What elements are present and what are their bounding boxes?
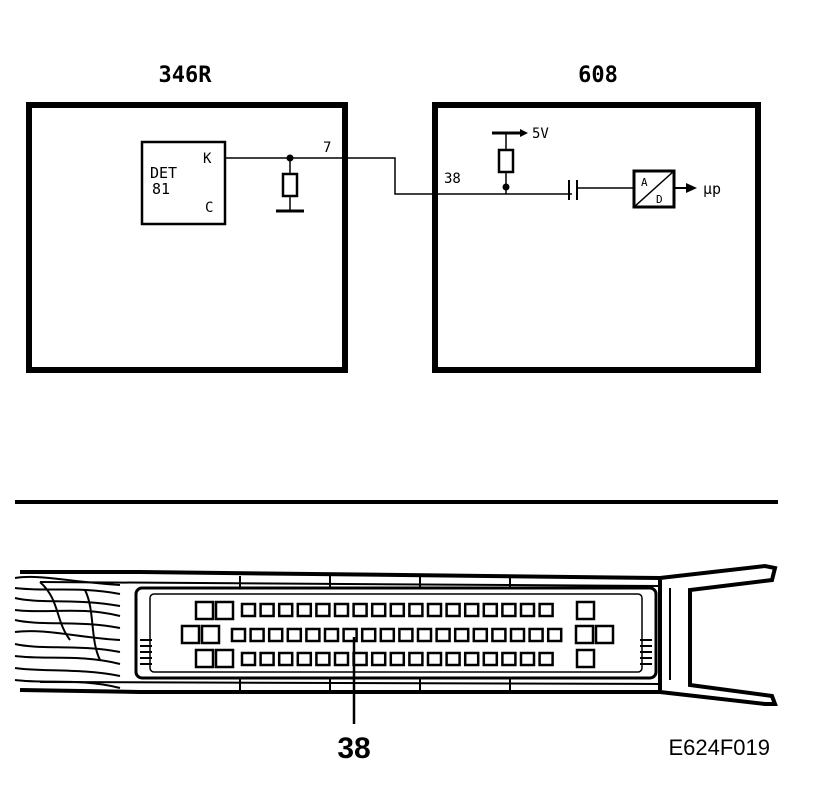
connector-pin xyxy=(408,602,424,618)
connector-pin xyxy=(501,602,517,618)
signal-wire xyxy=(225,157,572,195)
connector-pin xyxy=(389,651,406,667)
ad-converter-d: D xyxy=(656,193,663,206)
microprocessor-label: μp xyxy=(703,180,721,198)
supply-label: 5V xyxy=(532,126,549,142)
connector-pin xyxy=(463,602,480,618)
connector-pin xyxy=(426,602,443,618)
connector-pin xyxy=(426,651,443,667)
connector-pin xyxy=(333,651,350,667)
connector-pin xyxy=(472,627,489,643)
connector-pin xyxy=(277,651,294,667)
ad-converter-diagonal xyxy=(633,170,675,208)
connector-pin xyxy=(482,651,499,667)
connector-pin xyxy=(249,627,265,643)
connector-pin xyxy=(501,651,517,667)
connector-pin xyxy=(333,602,350,618)
connector-pin xyxy=(398,627,414,643)
connector-pin xyxy=(379,627,396,643)
module-346r-box xyxy=(26,102,348,373)
supply-arrow-icon xyxy=(520,129,528,137)
connector-pin xyxy=(370,602,387,618)
module-608-box xyxy=(432,102,761,373)
connector-pin xyxy=(491,627,507,643)
connector-large-terminals-left xyxy=(180,600,235,669)
module-346r-title: 346R xyxy=(159,63,213,88)
frame-ribs xyxy=(140,576,652,690)
detector-label-line2: 81 xyxy=(152,180,170,198)
connector-pin xyxy=(352,651,368,667)
pin-7-label: 7 xyxy=(323,140,331,156)
connector-pin xyxy=(445,651,461,667)
detector-pin-k: K xyxy=(203,151,212,167)
connector-pin xyxy=(389,602,406,618)
ad-converter-a: A xyxy=(641,176,648,189)
connector-pin xyxy=(230,627,247,643)
connector-pin xyxy=(416,627,433,643)
connector-pin xyxy=(323,627,340,643)
connector-pin xyxy=(408,651,424,667)
connector-large-terminals-right xyxy=(574,600,615,669)
connector-pin xyxy=(240,651,257,667)
connector-pin xyxy=(360,627,377,643)
converter-output-arrow-icon xyxy=(686,183,697,193)
connector-pin xyxy=(296,651,313,667)
detector-box xyxy=(140,140,227,226)
connector-pin xyxy=(453,627,470,643)
connector-pin xyxy=(528,627,544,643)
connector-pin xyxy=(277,602,294,618)
connector-pin xyxy=(519,602,536,618)
connector-housing-outline xyxy=(19,563,778,706)
connector-pin-rows xyxy=(230,602,563,667)
detector-pin-c: C xyxy=(205,200,213,216)
connector-pin xyxy=(352,602,368,618)
connector-pin xyxy=(259,651,275,667)
right-resistor xyxy=(497,148,515,174)
connector-pin xyxy=(519,651,536,667)
connector-pin xyxy=(305,627,321,643)
connector-pin xyxy=(463,651,480,667)
connector-drawing xyxy=(14,563,778,706)
connector-pin xyxy=(315,651,331,667)
detector-label-line1: DET xyxy=(150,164,177,182)
wire-bundle xyxy=(14,575,121,689)
pin-38-label: 38 xyxy=(444,171,461,187)
connector-pin xyxy=(286,627,303,643)
connector-pin xyxy=(538,602,554,618)
connector-pin xyxy=(296,602,313,618)
figure-code: E624F019 xyxy=(668,735,770,760)
connector-pin xyxy=(482,602,499,618)
connector-pin xyxy=(538,651,554,667)
pin-38-callout-label: 38 xyxy=(337,732,370,765)
left-resistor xyxy=(281,172,299,198)
connector-pin xyxy=(445,602,461,618)
connector-pin xyxy=(259,602,275,618)
connector-pin xyxy=(315,602,331,618)
connector-pin-frame xyxy=(134,586,658,680)
connector-pin xyxy=(267,627,284,643)
connector-pin xyxy=(546,627,563,643)
connector-pin xyxy=(370,651,387,667)
right-junction-dot xyxy=(502,183,510,191)
connector-pin xyxy=(240,602,257,618)
module-608-title: 608 xyxy=(578,63,618,88)
connector-pin xyxy=(509,627,526,643)
connector-pin xyxy=(435,627,451,643)
